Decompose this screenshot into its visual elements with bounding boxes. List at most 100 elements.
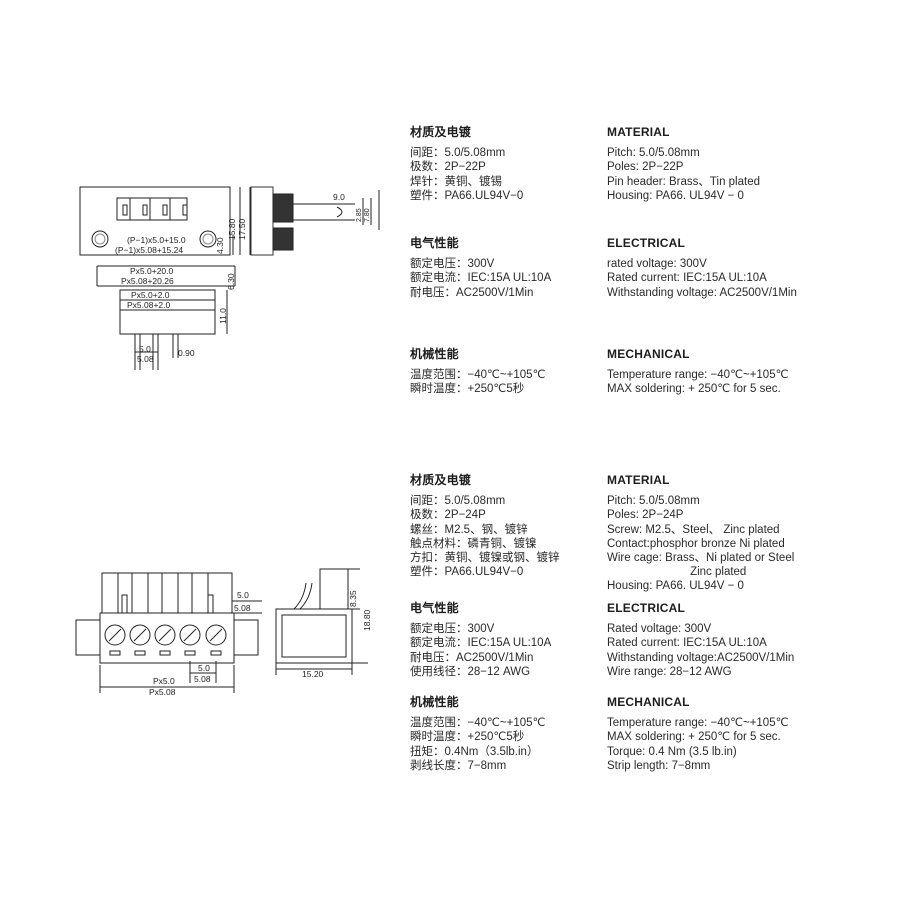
spec-line: Temperature range: −40℃~+105℃ [607,717,789,730]
spec-line: Pin header: Brass、Tin plated [607,175,760,188]
dim-total-1: Px5.0 [153,676,175,686]
product1-drawing-bottom: Px5.0+20.0 Px5.08+20.26 6.30 Px5.0+2.0 P… [95,262,245,377]
dim-height-2: 15.80 [227,218,237,240]
product1-cn-material: 材质及电镀 间距：5.0/5.08mm 极数：2P−22P 焊针：黄铜、镀锡 塑… [410,125,523,203]
spec-line: Housing: PA66. UL94V − 0 [607,189,744,202]
dim-side-3: 7.80 [364,208,371,222]
dim-side-2: 2.85 [356,208,363,222]
dim-side-h2: 18.80 [362,609,372,631]
product1-cn-mechanical: 机械性能 温度范围：−40℃~+105℃ 瞬时温度：+250℃5秒 [410,347,545,397]
product2-cn-mechanical: 机械性能 温度范围：−40℃~+105℃ 瞬时温度：+250℃5秒 扭矩：0.4… [410,695,545,773]
section-title: 电气性能 [410,601,459,615]
spec-line: 额定电压：300V [410,623,495,636]
dim-p1: 5.0 [139,344,151,354]
spec-line: Wire range: 28−12 AWG [607,665,732,678]
section-title: MECHANICAL [607,347,690,361]
spec-line: 极数：2P−24P [410,509,486,522]
product2-en-material: MATERIAL Pitch: 5.0/5.08mm Poles: 2P−24P… [607,473,794,594]
dim-pitch-formula-2: (P−1)x5.08+15.24 [115,245,183,255]
spec-line: Poles: 2P−24P [607,509,684,522]
spec-line: 额定电压：300V [410,258,495,271]
spec-line: 焊针：黄铜、镀锡 [410,175,502,188]
spec-line: 额定电流：IEC:15A UL:10A [410,637,552,650]
section-title: 机械性能 [410,695,459,709]
spec-line: 耐电压：AC2500V/1Min [410,286,534,299]
spec-line: 极数：2P−22P [410,161,486,174]
spec-line: 瞬时温度：+250℃5秒 [410,731,525,744]
product2-en-mechanical: MECHANICAL Temperature range: −40℃~+105℃… [607,695,789,773]
section-title: MATERIAL [607,473,670,487]
spec-line: 螺丝：M2.5、钢、镀锌 [410,523,528,536]
dim-side-w: 15.20 [302,669,324,679]
dim-pin: 0.90 [178,348,195,358]
dim-total-2: Px5.08 [149,687,176,697]
dim-w3: Px5.0+2.0 [131,290,170,300]
product1-drawing-top: (P−1)x5.0+15.0 (P−1)x5.08+15.24 4.30 15.… [75,180,385,270]
dim-top-p2: 5.08 [234,603,251,613]
spec-line: Temperature range: −40℃~+105℃ [607,369,789,382]
spec-line: Pitch: 5.0/5.08mm [607,495,700,508]
dim-side-1: 9.0 [333,192,345,202]
dim-pitch-formula-1: (P−1)x5.0+15.0 [127,235,186,245]
spec-line: rated voltage: 300V [607,258,707,271]
spec-line: Poles: 2P−22P [607,161,684,174]
dim-w2: Px5.08+20.26 [121,276,174,286]
spec-line: Strip length: 7−8mm [607,759,711,772]
dim-w1: Px5.0+20.0 [130,266,174,276]
spec-line: Zinc plated [607,566,747,579]
spec-line: 瞬时温度：+250℃5秒 [410,383,525,396]
spec-line: 耐电压：AC2500V/1Min [410,651,534,664]
product1-cn-electrical: 电气性能 额定电压：300V 额定电流：IEC:15A UL:10A 耐电压：A… [410,236,551,300]
spec-line: 塑件：PA66.UL94V−0 [410,566,524,579]
section-title: MATERIAL [607,125,670,139]
dim-w4: Px5.08+2.0 [127,300,171,310]
section-title: 电气性能 [410,236,459,250]
spec-line: Pitch: 5.0/5.08mm [607,147,700,160]
product2-en-electrical: ELECTRICAL Rated voltage: 300V Rated cur… [607,601,794,679]
section-title: ELECTRICAL [607,236,685,250]
product1-en-material: MATERIAL Pitch: 5.0/5.08mm Poles: 2P−22P… [607,125,760,203]
spec-line: Wire cage: Brass、Ni plated or Steel [607,552,795,565]
dim-h: 6.30 [226,273,236,290]
dim-p2: 5.08 [137,354,154,364]
spec-line: Screw: M2.5、Steel、 Zinc plated [607,523,780,536]
section-title: ELECTRICAL [607,601,685,615]
spec-line: Housing: PA66. UL94V − 0 [607,580,744,593]
spec-line: 间距：5.0/5.08mm [410,495,506,508]
product2-drawing-side: 8.35 18.80 15.20 [268,565,378,685]
spec-line: 扭矩：0.4Nm（3.5lb.in） [410,745,539,758]
spec-line: 方扣：黄铜、镀镍或钢、镀锌 [410,552,560,565]
dim-top-p1: 5.0 [237,590,249,600]
product1-en-electrical: ELECTRICAL rated voltage: 300V Rated cur… [607,236,797,300]
product2-drawing-front: 5.0 5.08 5.0 5.08 Px5.0 Px5.08 [70,565,270,700]
section-title: 材质及电镀 [410,125,472,139]
spec-line: Torque: 0.4 Nm (3.5 lb.in) [607,745,737,758]
spec-line: Rated voltage: 300V [607,623,712,636]
dim-height-3: 17.50 [237,218,247,240]
product1-en-mechanical: MECHANICAL Temperature range: −40℃~+105℃… [607,347,789,397]
section-title: 材质及电镀 [410,473,472,487]
spec-line: 剥线长度：7−8mm [410,759,507,772]
spec-line: 触点材料：磷青铜、镀镍 [410,537,537,550]
spec-line: Rated current: IEC:15A UL:10A [607,637,767,650]
spec-line: MAX soldering: + 250℃ for 5 sec. [607,383,781,396]
spec-line: 温度范围：−40℃~+105℃ [410,369,546,382]
product2-cn-electrical: 电气性能 额定电压：300V 额定电流：IEC:15A UL:10A 耐电压：A… [410,601,551,679]
dim-height-1: 4.30 [215,237,225,254]
spec-line: Withstanding voltage: AC2500V/1Min [607,286,797,299]
section-title: MECHANICAL [607,695,690,709]
spec-line: 使用线径：28−12 AWG [410,665,531,678]
product2-cn-material: 材质及电镀 间距：5.0/5.08mm 极数：2P−24P 螺丝：M2.5、钢、… [410,473,560,579]
spec-line: Contact:phosphor bronze Ni plated [607,537,785,550]
spec-line: Withstanding voltage:AC2500V/1Min [607,651,795,664]
spec-line: Rated current: IEC:15A UL:10A [607,272,767,285]
spec-line: 间距：5.0/5.08mm [410,147,506,160]
spec-line: 温度范围：−40℃~+105℃ [410,717,546,730]
section-title: 机械性能 [410,347,459,361]
spec-line: MAX soldering: + 250℃ for 5 sec. [607,731,781,744]
dim-bot-p2: 5.08 [194,674,211,684]
dim-h2: 11.0 [218,308,228,324]
spec-line: 塑件：PA66.UL94V−0 [410,189,524,202]
dim-side-h1: 8.35 [348,590,358,607]
spec-line: 额定电流：IEC:15A UL:10A [410,272,552,285]
